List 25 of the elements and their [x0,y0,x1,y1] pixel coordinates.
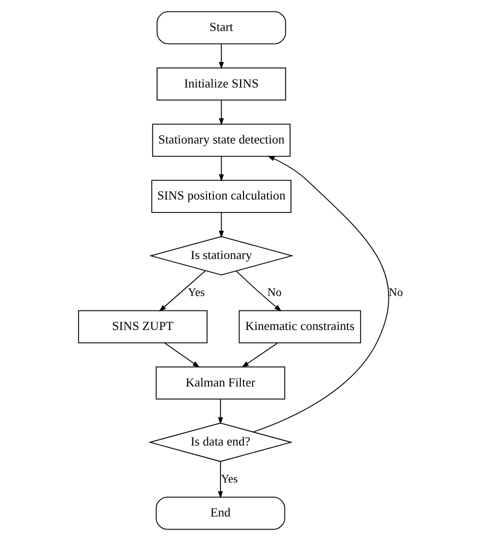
node-box: Initialize SINS [156,67,286,100]
node-box: Kinematic constraints [238,310,362,344]
edge-label: Yes [188,286,205,299]
arrow [218,212,224,238]
node-box: Start [156,11,286,44]
node-box: End [156,496,286,530]
node-box: SINS position calculation [151,180,292,213]
node-box: Stationary state detection [152,124,291,157]
node-diamond: Is stationary [149,236,294,276]
edge-label: No [267,286,282,299]
arrow [236,270,282,312]
arrow [218,461,223,498]
arrow [218,156,224,182]
arrow [242,342,278,368]
arrow [218,44,224,70]
arrow [218,100,224,126]
arrow [252,156,390,432]
edge-label: Yes [220,472,238,486]
arrow [164,342,200,368]
arrow [218,398,223,424]
node-box: SINS ZUPT [78,310,208,344]
node-box: Kalman Filter [156,366,286,400]
node-diamond: Is data end? [148,422,293,462]
edge-label: No [388,286,403,299]
arrow [159,270,206,312]
